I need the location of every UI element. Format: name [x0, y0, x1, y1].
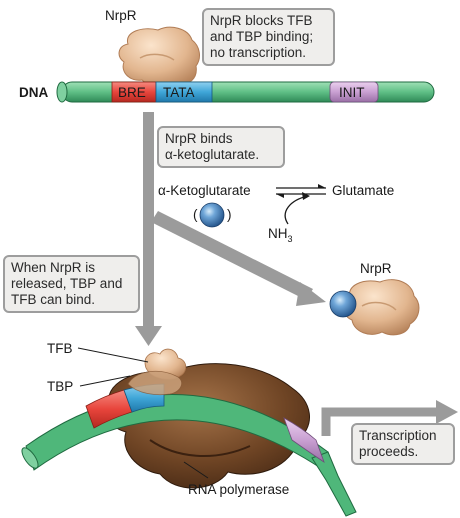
init-element: INIT — [329, 81, 379, 103]
note-released-line-2: released, TBP and — [11, 276, 123, 291]
nh3-curved-arrow — [284, 192, 310, 225]
dna-label: DNA — [19, 85, 48, 100]
nrpr-label-right: NrpR — [360, 261, 392, 276]
bound-alpha-ketoglutarate — [329, 290, 357, 318]
tata-label: TATA — [163, 85, 195, 100]
paren-open: ( — [193, 207, 198, 222]
note-transcription-proceeds: Transcription proceeds. — [351, 423, 455, 465]
alpha-ketoglutarate-label: α-Ketoglutarate — [158, 183, 251, 198]
nrpr-label-top: NrpR — [105, 8, 137, 23]
tbp-leader-line — [79, 375, 131, 387]
tata-element: TATA — [155, 81, 213, 103]
note-proceeds-line-2: proceeds. — [359, 444, 419, 459]
tfb-leader-line — [77, 347, 149, 363]
transcription-arrow — [321, 400, 458, 436]
note-nrpr-binds: NrpR binds α-ketoglutarate. — [157, 126, 285, 168]
note-blocks-line-3: no transcription. — [210, 45, 307, 60]
tbp-protein — [127, 370, 183, 396]
tbp-label: TBP — [47, 379, 73, 394]
bre-label: BRE — [118, 85, 146, 100]
alpha-ketoglutarate-ball — [199, 202, 225, 228]
glutamate-label: Glutamate — [332, 183, 394, 198]
note-binds-line-1: NrpR binds — [165, 131, 233, 146]
tfb-label: TFB — [47, 341, 73, 356]
note-proceeds-line-1: Transcription — [359, 428, 437, 443]
note-released-line-1: When NrpR is — [11, 260, 96, 275]
note-nrpr-blocks: NrpR blocks TFB and TBP binding; no tran… — [202, 8, 335, 66]
rna-polymerase-label: RNA polymerase — [188, 482, 289, 497]
nrpr-protein-top — [118, 26, 200, 88]
note-released-line-3: TFB can bind. — [11, 292, 96, 307]
note-nrpr-released: When NrpR is released, TBP and TFB can b… — [3, 255, 140, 313]
note-blocks-line-1: NrpR blocks TFB — [210, 13, 313, 28]
paren-close: ) — [227, 207, 232, 222]
note-binds-line-2: α-ketoglutarate. — [165, 147, 260, 162]
init-segment-bent — [283, 417, 325, 464]
init-label: INIT — [339, 85, 365, 100]
bre-element: BRE — [111, 81, 157, 103]
nh3-label: NH3 — [268, 226, 293, 244]
nrpr-protein-released — [343, 279, 420, 336]
note-blocks-line-2: and TBP binding; — [210, 29, 314, 44]
equilibrium-arrows — [276, 184, 326, 198]
rna-polymerase-leader-line — [183, 461, 209, 479]
main-pathway-arrow — [135, 112, 162, 346]
release-arrow — [151, 211, 326, 306]
